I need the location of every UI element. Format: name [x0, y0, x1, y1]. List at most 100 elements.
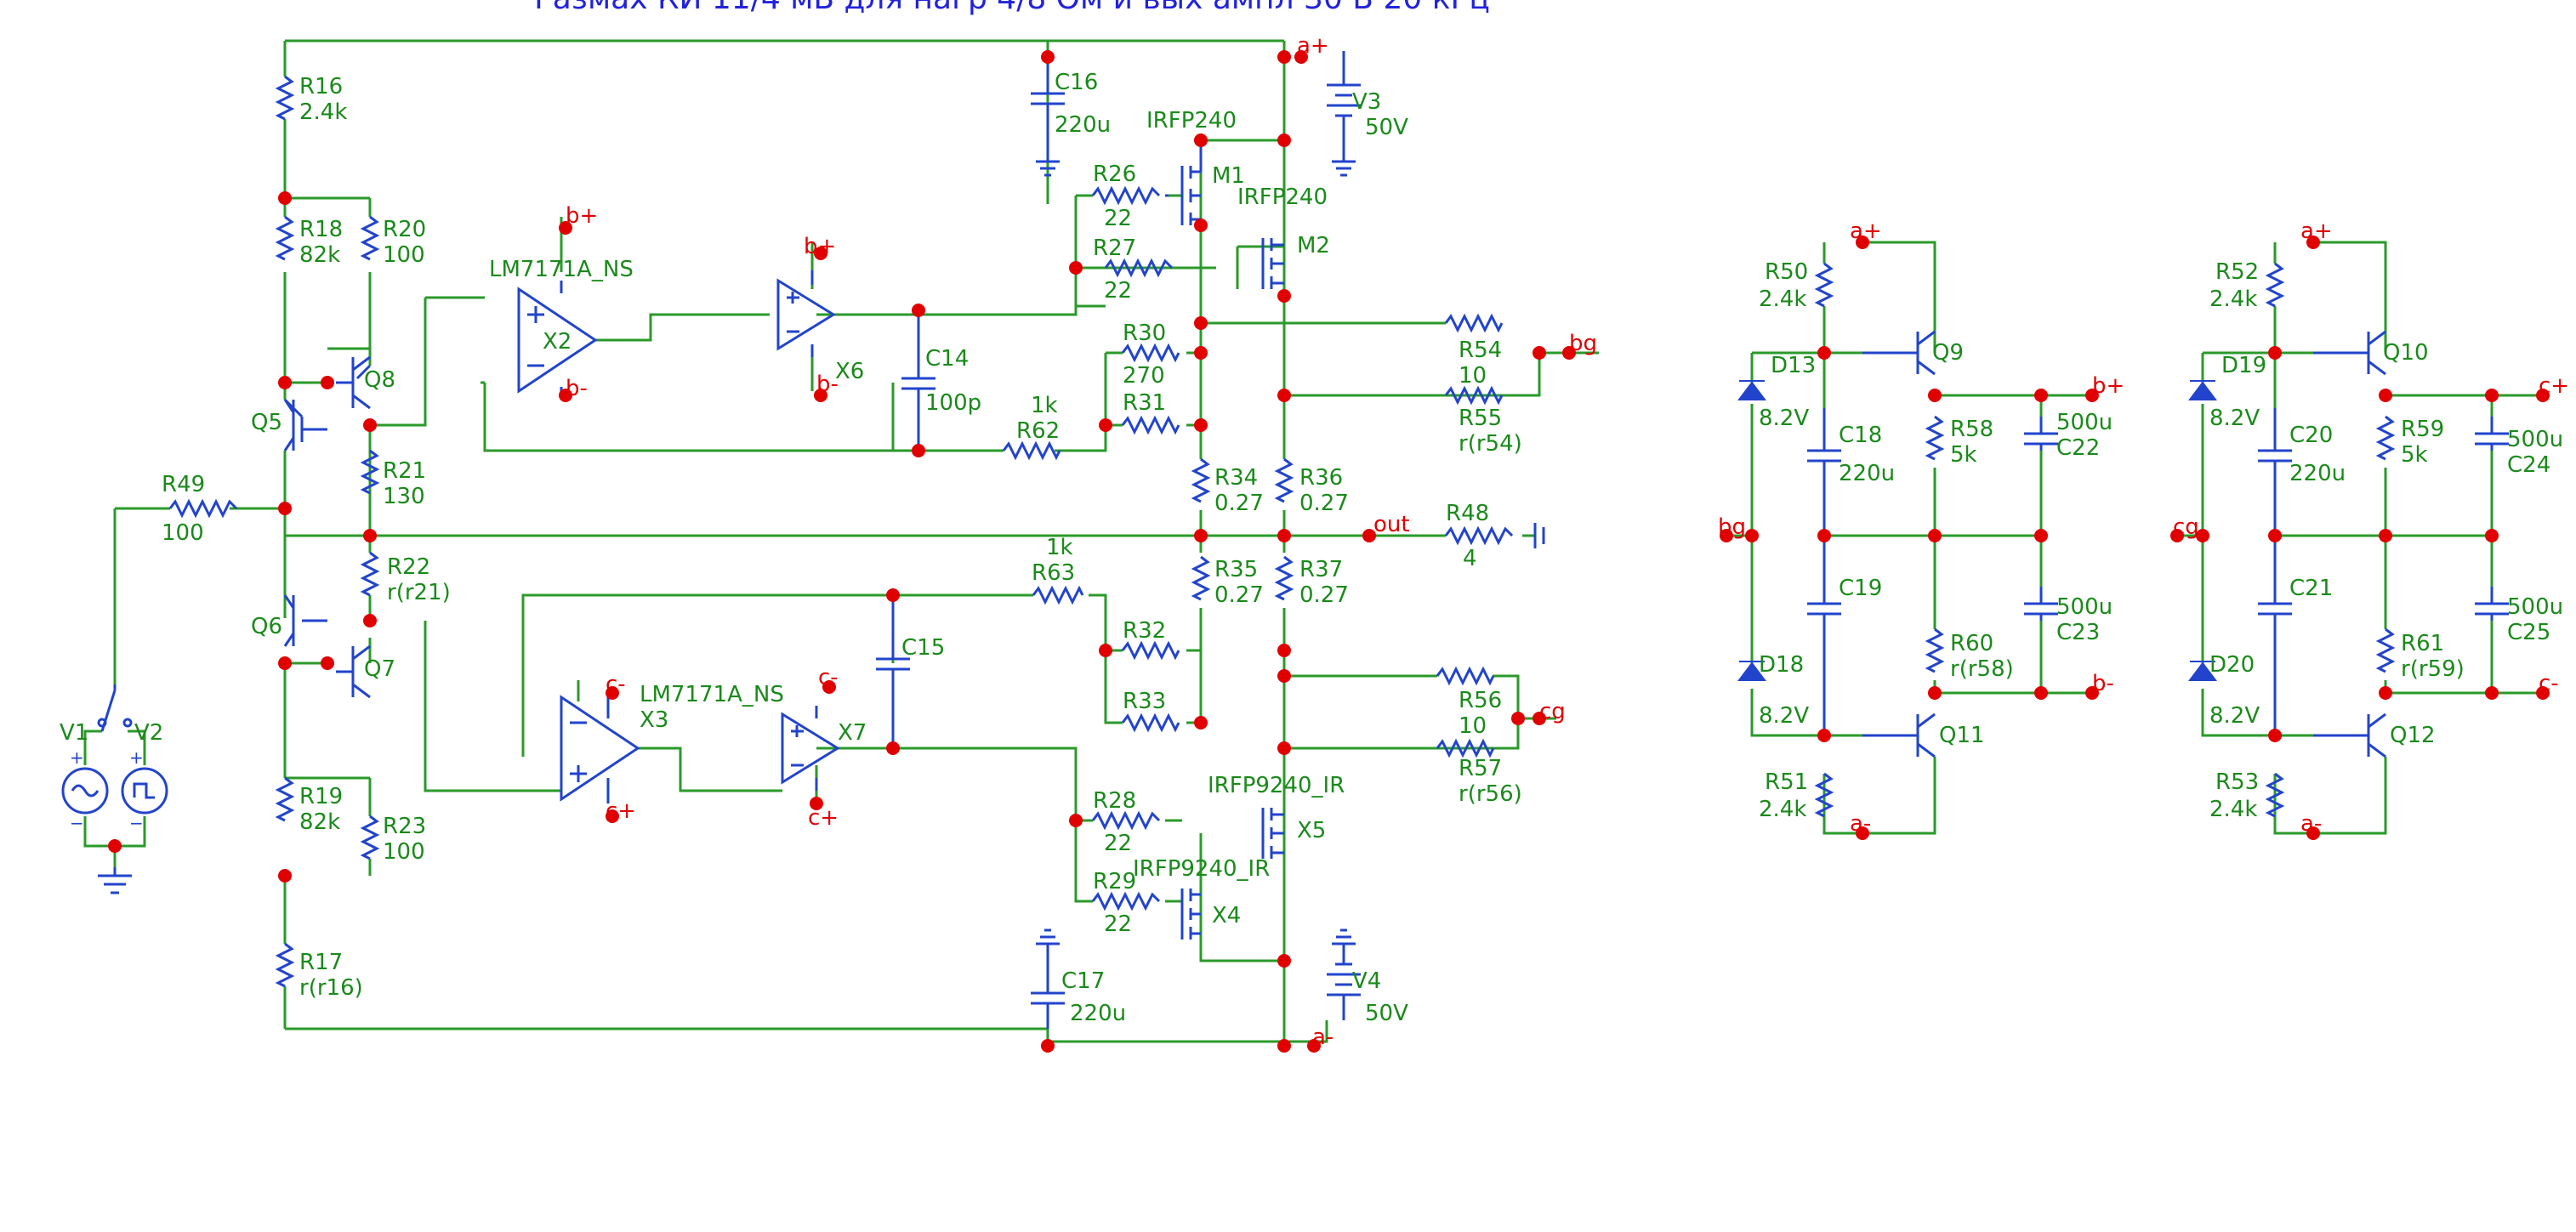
net-out: out — [1373, 512, 1410, 537]
diode-symbols — [1737, 380, 2217, 681]
value-c17: 220u — [1070, 1001, 1126, 1026]
value-r63: 1k — [1046, 535, 1073, 560]
value-r22: r(r21) — [387, 580, 451, 605]
r30-symbol — [1121, 343, 1180, 363]
label-r16: R16 — [299, 74, 343, 99]
r60-symbol — [1925, 627, 1945, 673]
svg-text:−: − — [70, 813, 84, 833]
d19-symbol — [2188, 380, 2217, 400]
label-r17: R17 — [299, 950, 343, 975]
label-c14: C14 — [925, 346, 969, 372]
q12-symbol — [2313, 713, 2386, 758]
value-r50: 2.4k — [1759, 287, 1806, 312]
v3-symbol — [1327, 51, 1361, 177]
value-r37: 0.27 — [1299, 582, 1349, 608]
c19-symbol — [1807, 536, 1841, 735]
r23-symbol — [360, 815, 380, 860]
value-r23: 100 — [383, 839, 425, 865]
label-d20: D20 — [2209, 652, 2255, 678]
label-r30: R30 — [1123, 321, 1166, 346]
label-q11: Q11 — [1939, 723, 1985, 748]
value-r16: 2.4k — [299, 99, 347, 125]
x2-symbol — [517, 281, 598, 400]
label-c20: C20 — [2289, 423, 2333, 448]
label-r55: R55 — [1459, 406, 1502, 431]
opamp-symbols — [517, 270, 840, 803]
capacitor-symbols — [876, 64, 2509, 1029]
q8-symbol — [336, 355, 372, 410]
label-r34: R34 — [1214, 465, 1258, 491]
r58-symbol — [1925, 415, 1945, 461]
r32-symbol — [1121, 640, 1180, 661]
label-r48: R48 — [1446, 501, 1489, 526]
label-q6: Q6 — [251, 614, 282, 639]
c23-symbol — [2024, 587, 2058, 621]
v2-symbol — [121, 767, 168, 815]
value-r53: 2.4k — [2209, 797, 2257, 822]
source-symbols: + + − − — [61, 684, 168, 894]
r56-symbol — [1436, 666, 1495, 686]
svg-text:−: − — [129, 813, 144, 833]
value-x3: LM7171A_NS — [640, 682, 784, 707]
net-labels: a+ a- b+ b- b+ b- c- c+ c- c+ bg cg out … — [566, 33, 2569, 1050]
label-v1: V1 — [60, 720, 88, 746]
label-v2: V2 — [134, 720, 163, 746]
c21-symbol — [2258, 536, 2292, 735]
x3-symbol — [560, 693, 640, 803]
value-r18: 82k — [299, 242, 340, 268]
c17-symbol — [1031, 928, 1065, 1029]
value-r36: 0.27 — [1299, 491, 1349, 516]
label-m1: M1 — [1212, 163, 1245, 189]
label-c18: C18 — [1839, 423, 1882, 448]
label-d13: D13 — [1771, 353, 1816, 378]
label-r20: R20 — [383, 217, 426, 242]
value-v3: 50V — [1365, 115, 1408, 140]
label-c16: C16 — [1055, 70, 1098, 95]
label-r31: R31 — [1123, 390, 1166, 416]
value-r49: 100 — [162, 520, 204, 546]
value-m2: IRFP240 — [1237, 185, 1328, 210]
label-d19: D19 — [2221, 353, 2266, 378]
d13-symbol — [1737, 380, 1766, 400]
label-r58: R58 — [1950, 417, 1993, 442]
r48-symbol — [1444, 525, 1514, 546]
label-r19: R19 — [299, 784, 343, 809]
label-c24: C24 — [2507, 452, 2550, 478]
value-r30: 270 — [1123, 363, 1165, 389]
value-r28: 22 — [1104, 831, 1132, 856]
label-q9: Q9 — [1932, 340, 1964, 366]
r31-symbol — [1121, 415, 1180, 435]
label-r29: R29 — [1093, 869, 1136, 894]
value-r51: 2.4k — [1759, 797, 1806, 822]
r48-ground-symbol — [1533, 523, 1545, 548]
label-x3: X3 — [640, 707, 668, 733]
value-c23: 500u — [2056, 594, 2113, 620]
value-r48: 4 — [1463, 546, 1477, 571]
label-c21: C21 — [2289, 576, 2333, 601]
c24-symbol — [2475, 417, 2509, 451]
q9-symbol — [1862, 330, 1936, 376]
label-r36: R36 — [1299, 465, 1343, 491]
schematic-title: Размах КИ 11/4 мВ для нагр 4/8 Ом и вых … — [534, 0, 1490, 16]
value-v4: 50V — [1365, 1001, 1408, 1026]
value-r27: 22 — [1104, 278, 1132, 304]
r18-symbol — [275, 215, 295, 261]
value-r59: 5k — [2401, 442, 2428, 468]
q11-symbol — [1862, 713, 1936, 758]
label-r28: R28 — [1093, 788, 1136, 814]
value-x2: LM7171A_NS — [489, 257, 634, 282]
value-d18: 8.2V — [1759, 703, 1809, 729]
d20-symbol — [2188, 661, 2217, 681]
r63-symbol — [1032, 585, 1084, 605]
label-c22: C22 — [2056, 435, 2100, 461]
c20-symbol — [2258, 408, 2292, 536]
value-d20: 8.2V — [2209, 703, 2260, 729]
value-x5: IRFP9240_IR — [1208, 773, 1345, 798]
q5-symbol — [283, 398, 327, 451]
value-r20: 100 — [383, 242, 425, 268]
label-r18: R18 — [299, 217, 343, 242]
label-q5: Q5 — [251, 410, 282, 435]
label-v3: V3 — [1352, 89, 1381, 115]
r34-symbol — [1191, 457, 1211, 503]
